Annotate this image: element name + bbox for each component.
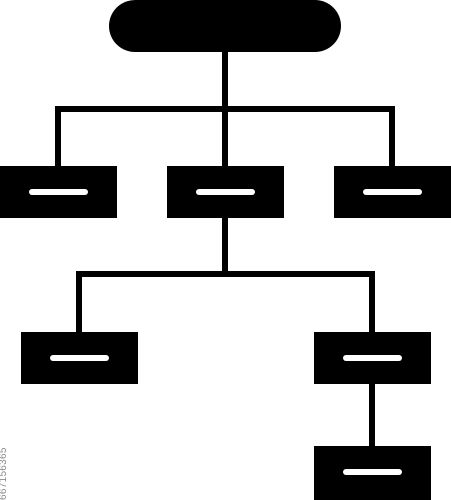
- node-level1-left: [0, 166, 117, 218]
- node-root: [109, 0, 341, 52]
- connector-lines: [55, 52, 395, 446]
- node-level1-center: [167, 166, 284, 218]
- label-slot: [343, 469, 402, 475]
- label-slot: [363, 189, 422, 195]
- label-slot: [343, 355, 402, 361]
- node-level2-right: [314, 332, 431, 384]
- node-level3-bottom: [314, 446, 431, 500]
- label-slot: [196, 189, 255, 195]
- node-level1-right: [334, 166, 451, 218]
- root-node-shape: [109, 0, 341, 52]
- node-level2-left: [21, 332, 138, 384]
- label-slot: [29, 189, 88, 195]
- stock-id-watermark: 667156365: [0, 447, 9, 500]
- label-slot: [50, 355, 109, 361]
